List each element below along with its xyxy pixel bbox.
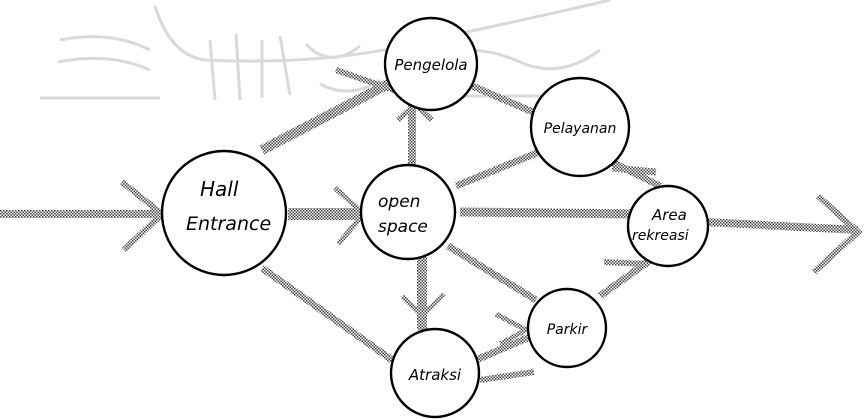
node-open-space: open space (359, 163, 457, 261)
edge-parkir-to-area-2 (603, 259, 649, 267)
node-area-label-1: Area (651, 206, 687, 224)
edge-atraksi-to-parkir-2 (479, 369, 535, 383)
edge-area-out (705, 218, 859, 234)
node-open-label-1: open (378, 192, 420, 212)
node-pengelola: Pengelola (383, 16, 479, 112)
edge-atraksi-to-parkir (474, 332, 534, 364)
node-pelayanan-label: Pelayanan (544, 121, 617, 137)
node-parkir-label: Parkir (547, 322, 589, 338)
arrowhead-out (811, 193, 863, 275)
node-hall-entrance: Hall Entrance (160, 149, 288, 277)
edge-open-to-area (459, 207, 641, 219)
edge-open-to-parkir (446, 243, 538, 303)
watermark-logo (40, 0, 611, 101)
edge-open-to-pelayanan (454, 146, 546, 190)
node-parkir: Parkir (526, 287, 608, 369)
node-open-label-2: space (378, 217, 428, 237)
edge-pengelola-to-pelayanan (468, 81, 544, 120)
node-hall-label-1: Hall (200, 177, 239, 201)
node-atraksi-label: Atraksi (408, 366, 462, 384)
edges (0, 67, 863, 383)
edge-hall-to-pengelola (259, 77, 395, 155)
node-pengelola-label: Pengelola (394, 56, 467, 74)
node-pelayanan: Pelayanan (529, 76, 631, 178)
node-atraksi: Atraksi (389, 327, 481, 419)
edge-hall-to-atraksi (259, 265, 395, 363)
arrowhead-atraksi-up (400, 292, 446, 320)
node-area-rekreasi: Area rekreasi (626, 184, 710, 268)
edge-area-to-pelayanan (611, 164, 657, 176)
node-hall-label-2: Entrance (186, 213, 271, 235)
node-area-label-2: rekreasi (632, 228, 689, 244)
arrowhead-parkir-in (494, 311, 532, 347)
edge-pengelola-incoming (335, 67, 395, 93)
